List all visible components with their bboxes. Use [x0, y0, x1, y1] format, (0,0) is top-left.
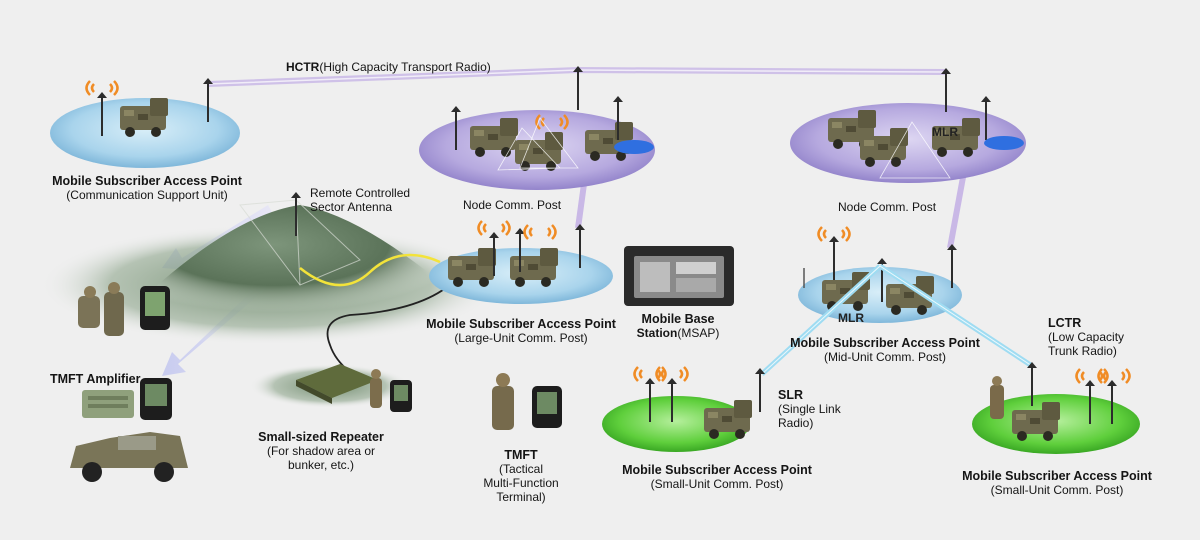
platform-msap-small-right [972, 361, 1140, 454]
slr-line1: (Single Link [778, 402, 841, 416]
soldiers-group [78, 282, 170, 336]
lctr-label: LCTR (Low Capacity Trunk Radio) [1048, 316, 1124, 358]
rcsa-line2: Sector Antenna [310, 200, 393, 214]
lctr-abbr: LCTR [1048, 316, 1082, 330]
platform-node-right [790, 67, 1026, 183]
msap-small-right-label: Mobile Subscriber Access Point (Small-Un… [952, 469, 1162, 497]
mlr-badge-node: MLR [932, 125, 958, 139]
tmft-line1: (Tactical [498, 462, 543, 476]
rcsa-line1: Remote Controlled [310, 186, 411, 200]
msap-csu-title: Mobile Subscriber Access Point [52, 174, 242, 188]
platform-msap-mid [798, 225, 962, 323]
repeater-line1: (For shadow area or [266, 444, 376, 458]
mbs-label: Mobile Base Station(MSAP) [628, 312, 728, 340]
tmft-title: TMFT [504, 448, 538, 462]
tmft-line2: Multi-Function [483, 476, 559, 490]
node-right-title: Node Comm. Post [838, 200, 937, 214]
small-repeater-device [250, 364, 412, 412]
mlr-badge-mid: MLR [838, 311, 864, 325]
tmft-amplifier-device [82, 378, 172, 420]
slr-line2: Radio) [778, 416, 814, 430]
platform-msap-csu [50, 77, 240, 168]
tmft-amp-label: TMFT Amplifier [50, 372, 141, 386]
msap-small-left-title: Mobile Subscriber Access Point [622, 463, 812, 477]
tmft-jeep [70, 432, 188, 482]
platform-msap-small-left [602, 365, 766, 452]
msap-csu-sub: (Communication Support Unit) [66, 188, 228, 202]
lctr-line1: (Low Capacity [1048, 330, 1125, 344]
mbs-station: Station [636, 326, 678, 340]
platform-node-left [419, 65, 655, 190]
lctr-line2: Trunk Radio) [1048, 344, 1117, 358]
hctr-abbr: HCTR [286, 60, 320, 74]
mbs-line1: Mobile Base [641, 312, 715, 326]
msap-mid-title: Mobile Subscriber Access Point [790, 336, 980, 350]
tmft-device [492, 373, 562, 430]
node-right-label: Node Comm. Post [838, 200, 936, 214]
msap-mid-sub: (Mid-Unit Comm. Post) [823, 350, 946, 364]
tmft-amp-title: TMFT Amplifier [50, 372, 141, 386]
hctr-full: (High Capacity Transport Radio) [319, 60, 491, 74]
hctr-label: HCTR(High Capacity Transport Radio) [286, 60, 491, 74]
platform-msap-large [290, 191, 613, 304]
node-left-label: Node Comm. Post [463, 198, 561, 212]
repeater-title: Small-sized Repeater [258, 430, 384, 444]
msap-small-left-label: Mobile Subscriber Access Point (Small-Un… [612, 463, 822, 491]
node-left-title: Node Comm. Post [463, 198, 562, 212]
msap-small-right-title: Mobile Subscriber Access Point [962, 469, 1152, 483]
slr-abbr: SLR [778, 388, 803, 402]
msap-mid-label: Mobile Subscriber Access Point (Mid-Unit… [780, 336, 990, 364]
msap-large-title: Mobile Subscriber Access Point [426, 317, 616, 331]
msap-large-label: Mobile Subscriber Access Point (Large-Un… [416, 317, 626, 345]
msap-small-right-sub: (Small-Unit Comm. Post) [990, 483, 1124, 497]
msap-csu-label: Mobile Subscriber Access Point (Communic… [42, 174, 252, 202]
mbs-msap: (MSAP) [677, 326, 720, 340]
msap-large-sub: (Large-Unit Comm. Post) [454, 331, 588, 345]
repeater-label: Small-sized Repeater (For shadow area or… [246, 430, 396, 472]
repeater-line2: bunker, etc.) [287, 458, 355, 472]
slr-label: SLR (Single Link Radio) [778, 388, 841, 430]
tmft-line3: Terminal) [496, 490, 546, 504]
msap-small-left-sub: (Small-Unit Comm. Post) [650, 477, 784, 491]
rcsa-label: Remote Controlled Sector Antenna [310, 186, 410, 214]
tmft-label: TMFT (Tactical Multi-Function Terminal) [466, 448, 576, 504]
lctr-links [760, 263, 1034, 376]
mobile-base-station-device [624, 246, 734, 306]
